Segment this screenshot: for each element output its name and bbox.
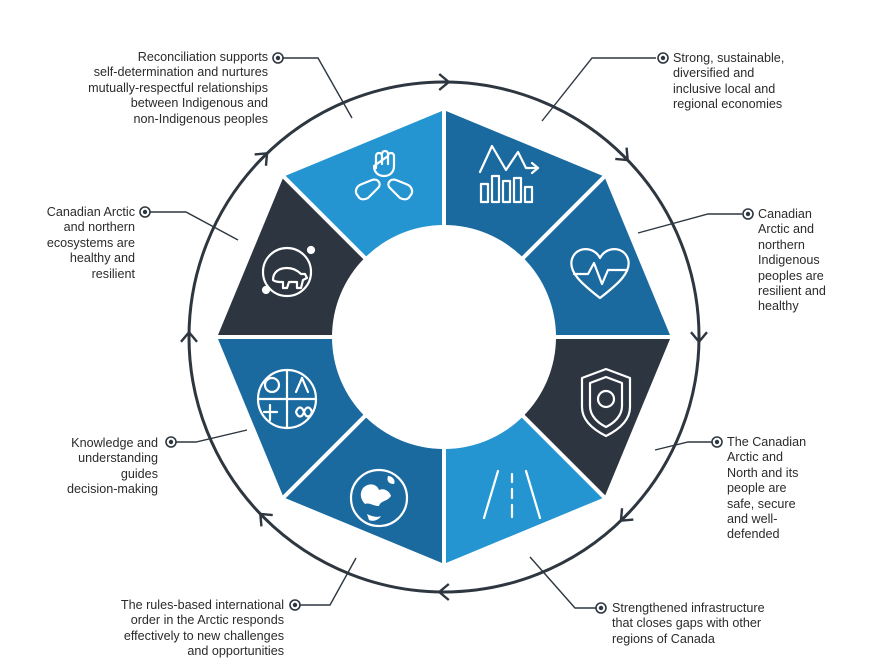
label-line: Strong, sustainable, bbox=[673, 51, 785, 65]
segment-knowledge[interactable] bbox=[218, 339, 364, 496]
cycle-arrowhead bbox=[615, 147, 630, 162]
outer-ring bbox=[187, 80, 701, 594]
segment-economies[interactable] bbox=[446, 111, 603, 257]
label-line: diversified and bbox=[673, 66, 755, 81]
label-line: non-Indigenous peoples bbox=[133, 111, 268, 126]
segment-knowledge-shape bbox=[218, 339, 364, 496]
label-line: regions of Canada bbox=[612, 631, 715, 646]
label-line: resilient bbox=[91, 266, 135, 281]
label-line: Reconciliation supports bbox=[137, 50, 268, 64]
cycle-arrowhead bbox=[180, 330, 198, 343]
label-line: Arctic and bbox=[758, 222, 814, 237]
label-line: Indigenous bbox=[758, 253, 820, 268]
heart-pulse-icon bbox=[570, 248, 630, 300]
cycle-arrowhead bbox=[619, 508, 634, 523]
label-line: Canadian bbox=[758, 207, 812, 221]
cycle-arrowhead bbox=[690, 331, 708, 344]
label-line: Knowledge and bbox=[71, 436, 158, 450]
segment-security-shape bbox=[524, 339, 670, 496]
center-hole bbox=[332, 225, 556, 449]
label-line: people are bbox=[727, 481, 787, 496]
label-line: peoples are bbox=[758, 268, 824, 283]
label-line: Arctic and bbox=[727, 450, 783, 465]
label-line: effectively to new challenges bbox=[123, 628, 284, 643]
label-line: healthy and bbox=[69, 251, 135, 266]
label-line: and opportunities bbox=[187, 644, 284, 659]
label-line: self-determination and nurtures bbox=[93, 65, 268, 80]
cycle-arrowhead bbox=[254, 151, 269, 166]
label-bullets bbox=[139, 52, 754, 614]
label-line: order in the Arctic responds bbox=[130, 613, 284, 628]
globe-icon bbox=[349, 468, 409, 528]
segment-security[interactable] bbox=[524, 339, 670, 496]
segment-infrastructure[interactable] bbox=[446, 417, 603, 563]
label-line: ecosystems are bbox=[46, 235, 135, 250]
label-connectors bbox=[148, 57, 742, 609]
label-line: guides bbox=[120, 466, 158, 481]
label-line: between Indigenous and bbox=[130, 96, 268, 111]
road-icon bbox=[482, 469, 542, 520]
label-line: North and its bbox=[727, 465, 799, 480]
knowledge-compass-icon bbox=[256, 368, 318, 430]
label-line: resilient and bbox=[758, 284, 826, 299]
shield-icon bbox=[580, 367, 632, 438]
segment-ecosystems[interactable] bbox=[218, 178, 364, 335]
label-line: and northern bbox=[63, 220, 135, 235]
polar-bear-icon bbox=[261, 245, 316, 298]
label-line: The Canadian bbox=[727, 435, 807, 449]
segment-economies-shape bbox=[446, 111, 603, 257]
bar-chart-trend-icon bbox=[478, 144, 540, 204]
cycle-arrowhead bbox=[258, 512, 273, 527]
label-line: safe, secure bbox=[727, 496, 796, 511]
label-line: decision-making bbox=[67, 482, 158, 497]
cycle-arrows bbox=[180, 73, 708, 601]
label-line: understanding bbox=[78, 451, 158, 466]
label-line: mutually-respectful relationships bbox=[88, 80, 268, 95]
segment-infrastructure-shape bbox=[446, 417, 603, 563]
segment-health[interactable] bbox=[524, 178, 670, 335]
label-line: Strengthened infrastructure bbox=[612, 601, 765, 615]
label-line: Canadian Arctic bbox=[46, 205, 135, 219]
label-line: and well- bbox=[727, 512, 778, 527]
cycle-arrowhead bbox=[437, 583, 450, 601]
label-line: The rules-based international bbox=[120, 598, 284, 612]
cycle-arrowhead bbox=[438, 73, 451, 91]
label-line: inclusive local and bbox=[673, 81, 776, 96]
hands-icon bbox=[354, 149, 414, 201]
label-line: that closes gaps with other bbox=[612, 616, 762, 631]
label-line: northern bbox=[758, 237, 805, 252]
label-line: healthy bbox=[758, 299, 799, 314]
label-line: regional economies bbox=[673, 97, 783, 112]
label-line: defended bbox=[727, 527, 780, 542]
segment-ecosystems-shape bbox=[218, 178, 364, 335]
segment-health-shape bbox=[524, 178, 670, 335]
